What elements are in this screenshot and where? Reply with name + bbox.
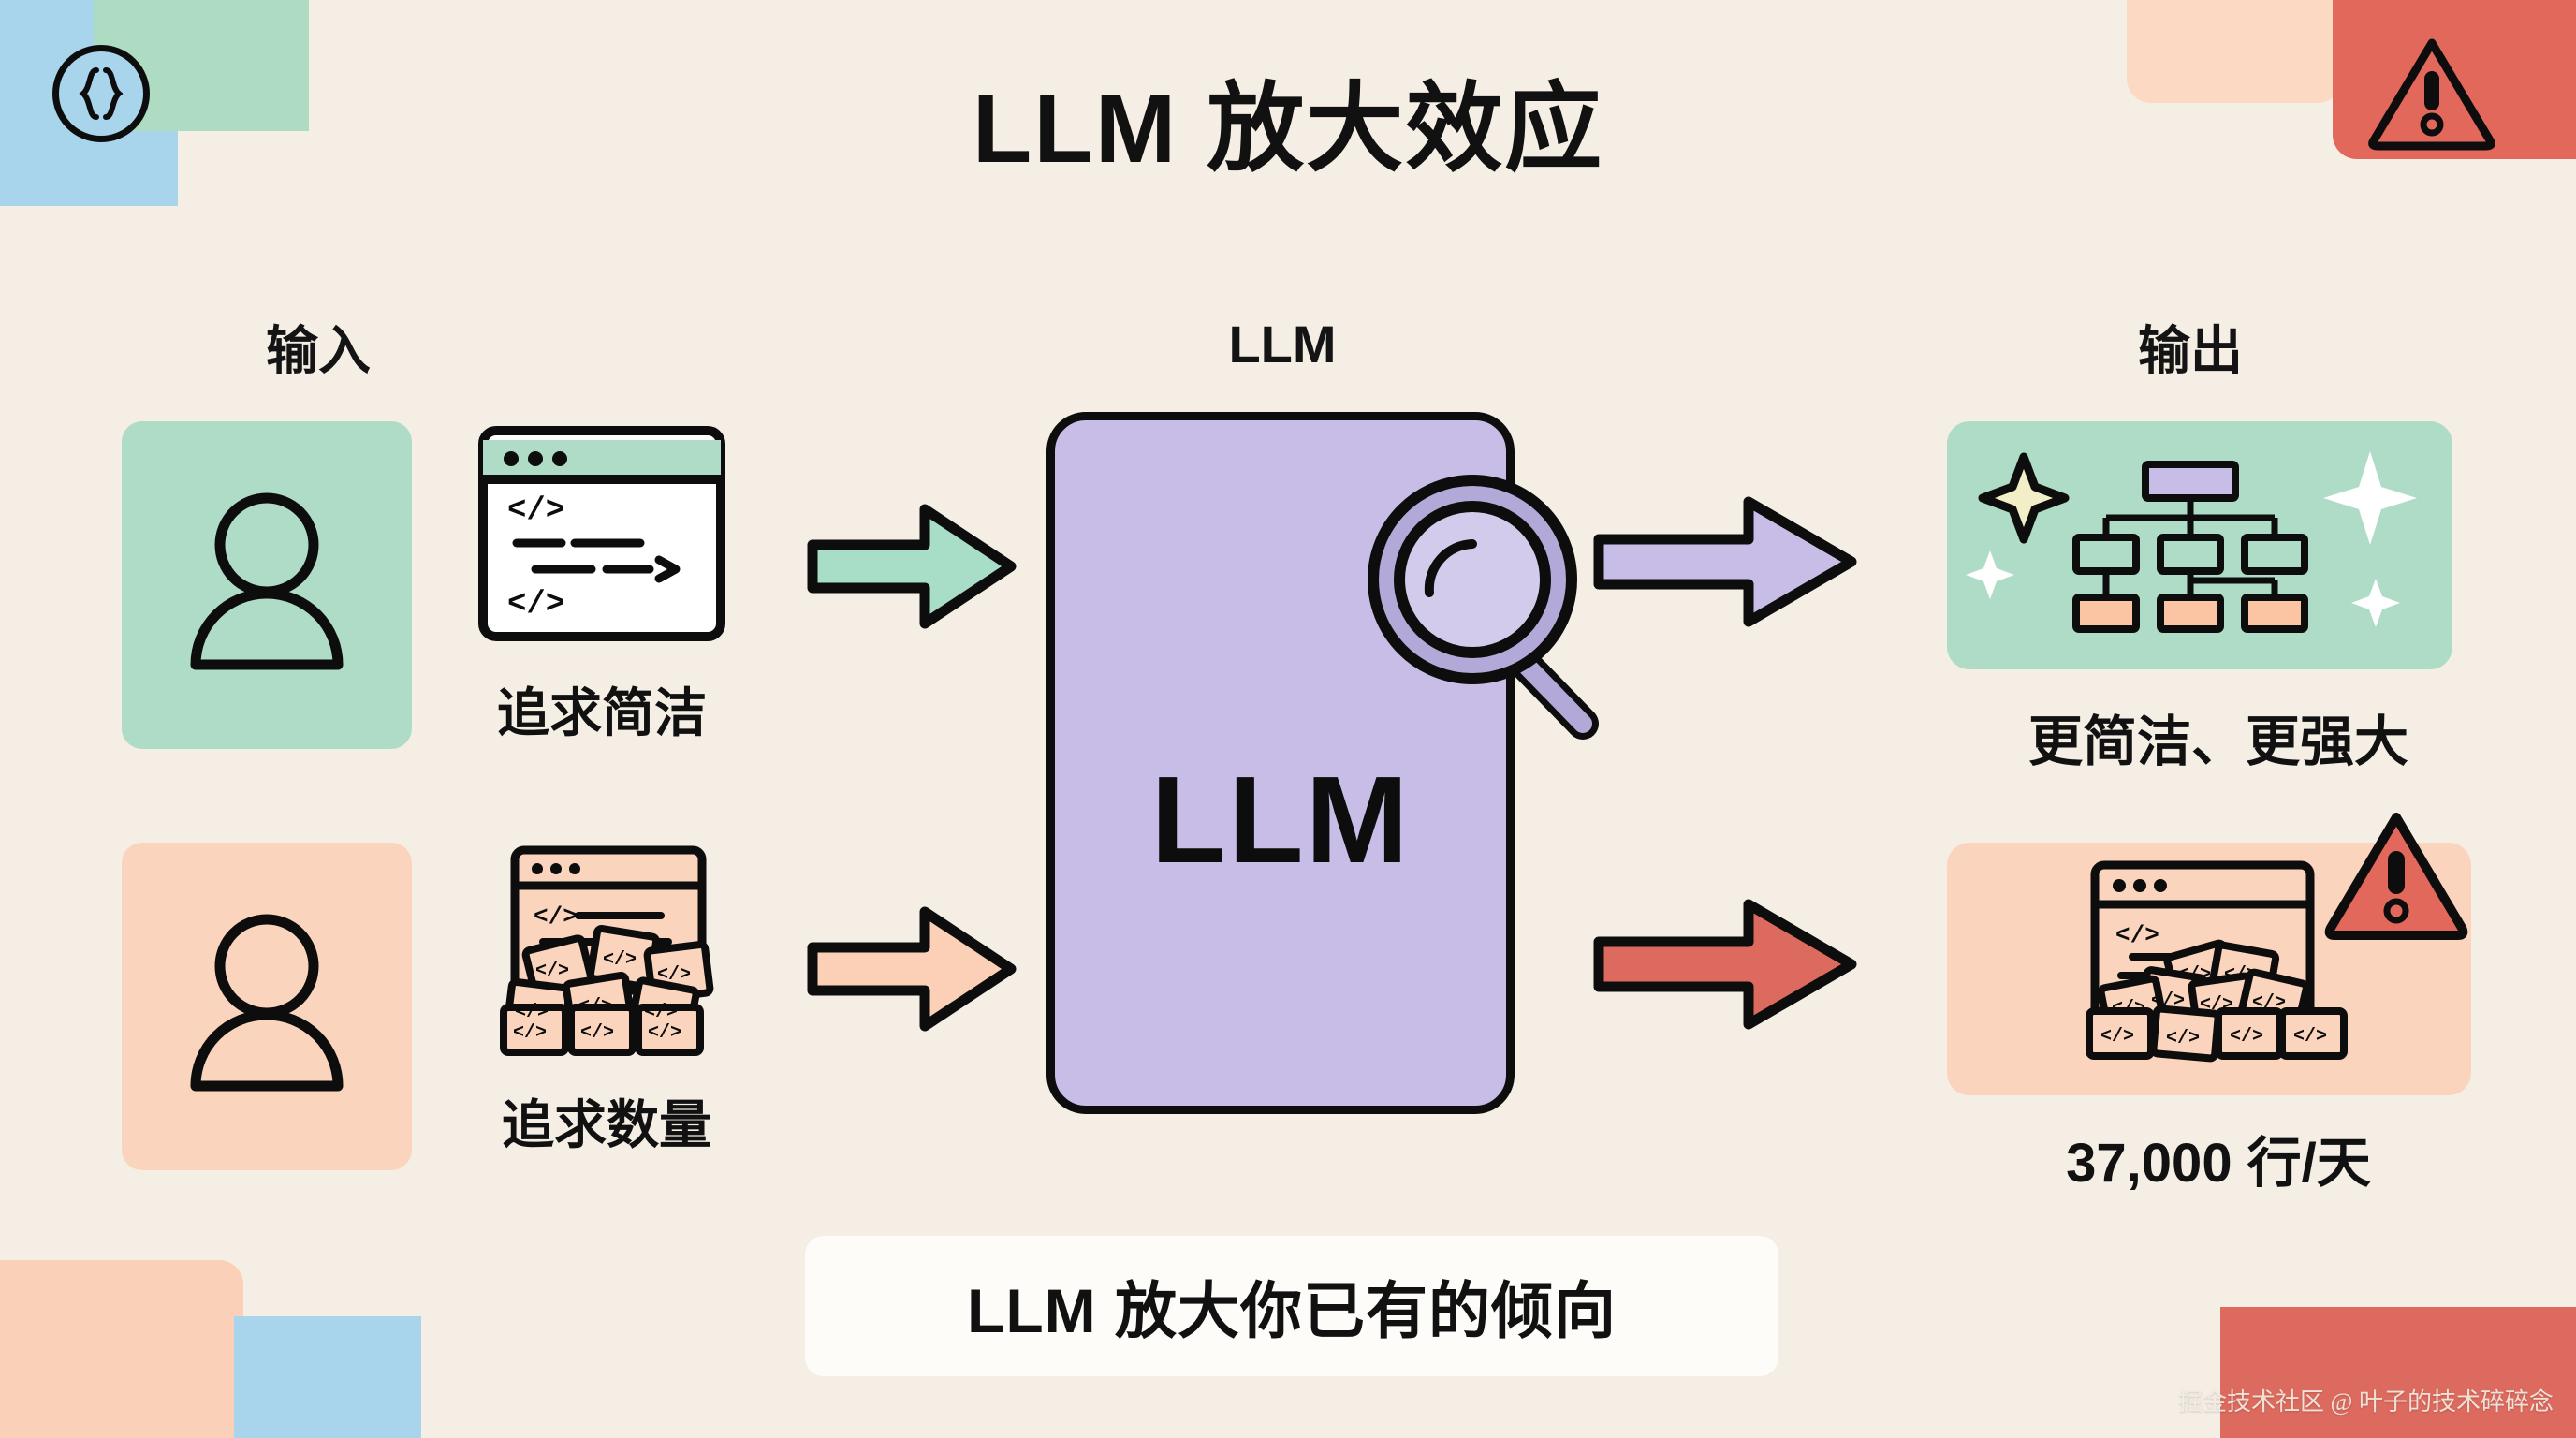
input-content-concise: </> </> 追求简洁	[476, 421, 728, 747]
output-card-clean	[1947, 421, 2452, 669]
input-row-quantity: </> <	[122, 843, 738, 1170]
svg-text:</>: </>	[507, 493, 564, 529]
column-header-input: 输入	[266, 321, 371, 380]
svg-text:</>: </>	[2112, 998, 2145, 1020]
avatar	[122, 421, 412, 749]
output-label-clean: 更简洁、更强大	[2027, 712, 2408, 772]
avatar	[122, 843, 412, 1170]
arrow-right-icon	[1591, 487, 1863, 641]
svg-text:</>: </>	[2100, 1026, 2134, 1048]
svg-text:</>: </>	[2166, 1028, 2200, 1049]
watermark: 掘金技术社区 @ 叶子的技术碎碎念	[2178, 1388, 2554, 1416]
decor-block-bottom-left-peach	[0, 1260, 243, 1438]
svg-text:</>: </>	[515, 1002, 549, 1023]
svg-text:</>: </>	[513, 1022, 547, 1044]
decor-block-bottom-left-blue	[234, 1316, 421, 1438]
svg-text:</>: </>	[580, 1022, 614, 1044]
svg-text:</>: </>	[648, 1022, 681, 1044]
svg-text:</>: </>	[2230, 1026, 2263, 1048]
page-title: LLM 放大效应	[972, 75, 1604, 183]
input-row-concise: </> </> 追求简洁	[122, 421, 728, 749]
svg-text:</>: </>	[2252, 992, 2286, 1014]
svg-text:</>: </>	[603, 949, 637, 971]
svg-text:</>: </>	[2200, 994, 2233, 1016]
decor-block-bottom-right-red	[2220, 1307, 2576, 1438]
input-label-quantity: 追求数量	[502, 1095, 711, 1154]
arrow-right-icon	[805, 899, 1020, 1044]
input-content-quantity: </> <	[476, 843, 738, 1159]
llm-box-label: LLM	[1150, 750, 1411, 888]
column-header-llm: LLM	[1228, 315, 1337, 374]
warning-triangle-icon	[2366, 36, 2497, 152]
arrow-right-icon	[1591, 889, 1863, 1044]
svg-text:</>: </>	[2293, 1026, 2327, 1048]
svg-text:</>: </>	[507, 587, 564, 623]
decor-block-top-right-peach	[2127, 0, 2342, 103]
output-card-messy: </> </> </> </> </>	[1947, 843, 2471, 1095]
svg-text:</>: </>	[2177, 964, 2211, 986]
svg-text:</>: </>	[644, 1002, 678, 1023]
summary-banner-text: LLM 放大你已有的倾向	[967, 1276, 1617, 1345]
svg-text:</>: </>	[534, 902, 578, 931]
svg-text:</>: </>	[535, 961, 569, 982]
svg-text:</>: </>	[657, 964, 691, 986]
magnifier-icon	[1362, 454, 1661, 772]
output-label-quantity: 37,000 行/天	[2066, 1133, 2371, 1194]
hierarchy-diagram-icon	[1966, 450, 2417, 633]
svg-text:</>: </>	[2115, 921, 2159, 949]
summary-banner: LLM 放大你已有的倾向	[805, 1236, 1778, 1376]
code-pile-window-icon: </> </> </> </> </>	[2086, 860, 2348, 1063]
input-label-concise: 追求简洁	[497, 683, 707, 742]
code-window-icon: </> </>	[476, 421, 728, 651]
code-pile-icon: </> <	[476, 843, 738, 1063]
svg-text:</>: </>	[578, 996, 612, 1018]
arrow-right-icon	[805, 496, 1020, 641]
svg-text:</>: </>	[2224, 964, 2258, 986]
warning-triangle-icon	[2321, 810, 2471, 941]
column-header-output: 输出	[2138, 321, 2243, 380]
braces-icon	[52, 45, 150, 142]
svg-text:</>: </>	[2151, 990, 2185, 1012]
